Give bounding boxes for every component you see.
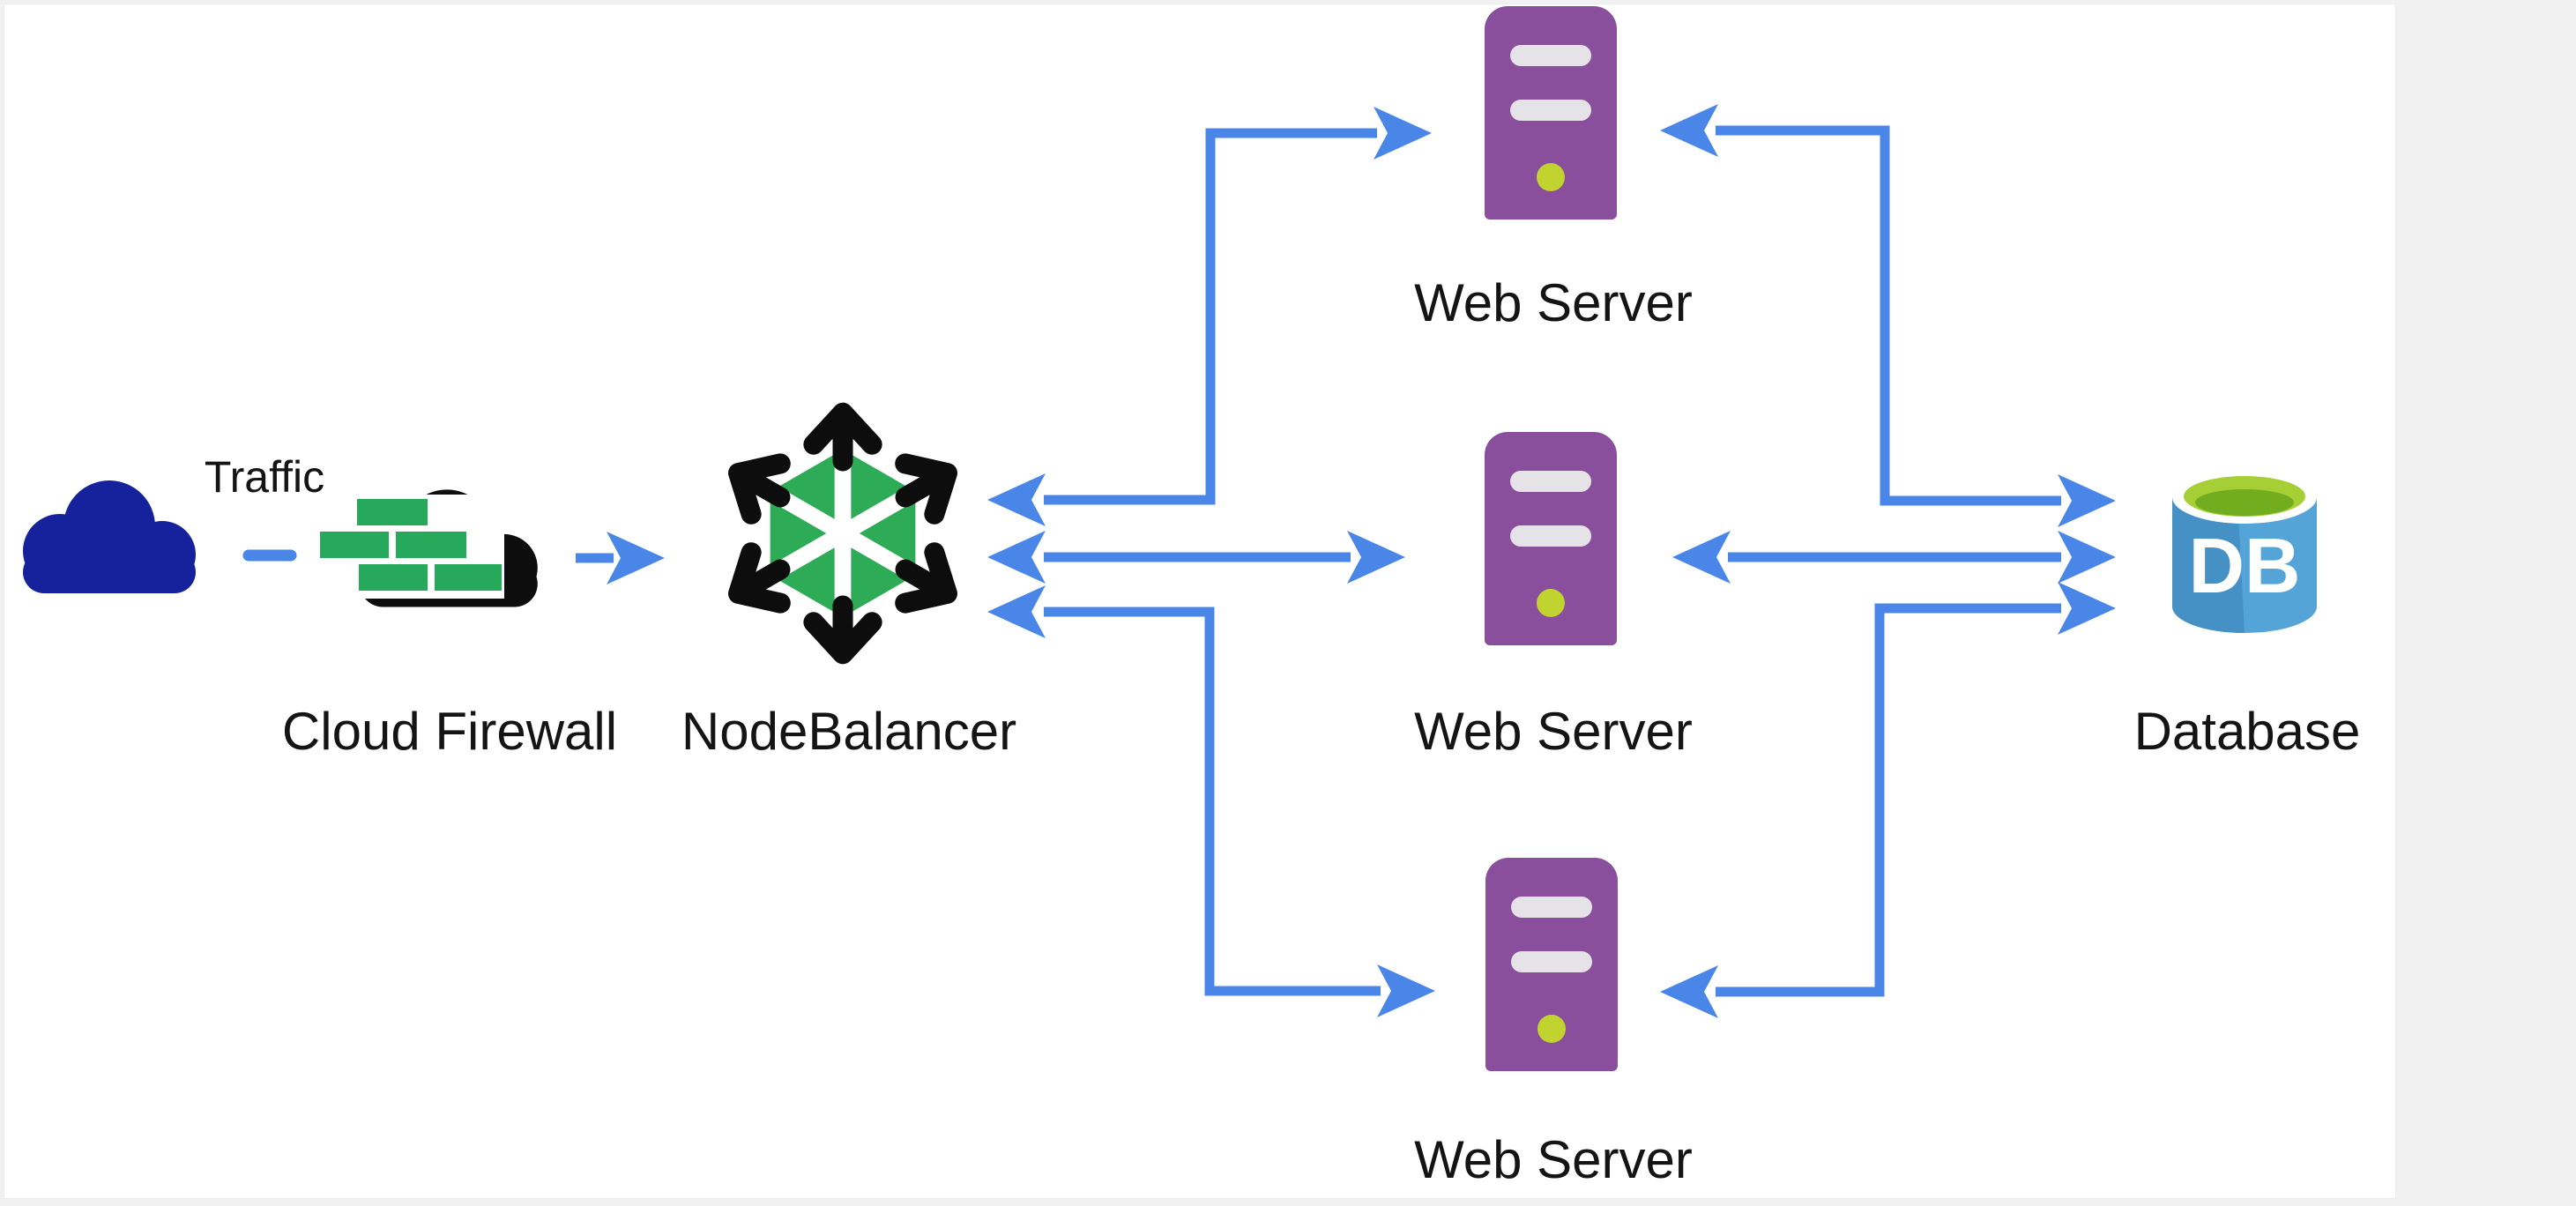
web-server-2-label: Web Server — [1414, 702, 1693, 761]
server-slot — [1510, 45, 1591, 66]
brick — [435, 564, 502, 591]
server-slot — [1511, 897, 1592, 918]
edge-nodebalancer-webserver3 — [987, 585, 1435, 1017]
nodebalancer-label: NodeBalancer — [681, 702, 1017, 761]
edge-nodebalancer-webserver1 — [987, 107, 1432, 526]
edge-firewall-nodebalancer — [576, 532, 665, 584]
cloud-firewall-label: Cloud Firewall — [281, 702, 618, 761]
server-led — [1537, 589, 1565, 617]
server-slot — [1510, 100, 1591, 121]
database-label: Database — [2133, 702, 2361, 761]
firewall-brick-wall-icon — [309, 495, 504, 599]
traffic-label: Traffic — [204, 452, 325, 502]
server-slot — [1510, 525, 1591, 547]
database-badge-text: DB — [2188, 522, 2300, 609]
brick — [359, 564, 428, 591]
brick — [357, 499, 428, 525]
traffic-cloud-icon — [23, 480, 196, 593]
edge-nodebalancer-webserver2 — [987, 531, 1405, 584]
brick — [396, 532, 466, 558]
nodebalancer-icon — [716, 392, 970, 674]
server-led — [1537, 163, 1565, 191]
web-server-1-label: Web Server — [1414, 273, 1693, 332]
database-icon: DB — [2172, 471, 2317, 633]
web-server-1-icon — [1485, 6, 1617, 220]
edge-webserver2-database — [1672, 531, 2116, 584]
edge-webserver1-database — [1660, 104, 2116, 527]
server-led — [1537, 1015, 1566, 1043]
web-server-3-icon — [1485, 858, 1618, 1071]
web-server-3-label: Web Server — [1414, 1130, 1693, 1189]
brick — [320, 532, 389, 558]
web-server-2-icon — [1485, 432, 1617, 645]
server-slot — [1511, 951, 1592, 972]
server-slot — [1510, 471, 1591, 492]
edge-webserver3-database — [1660, 582, 2116, 1018]
